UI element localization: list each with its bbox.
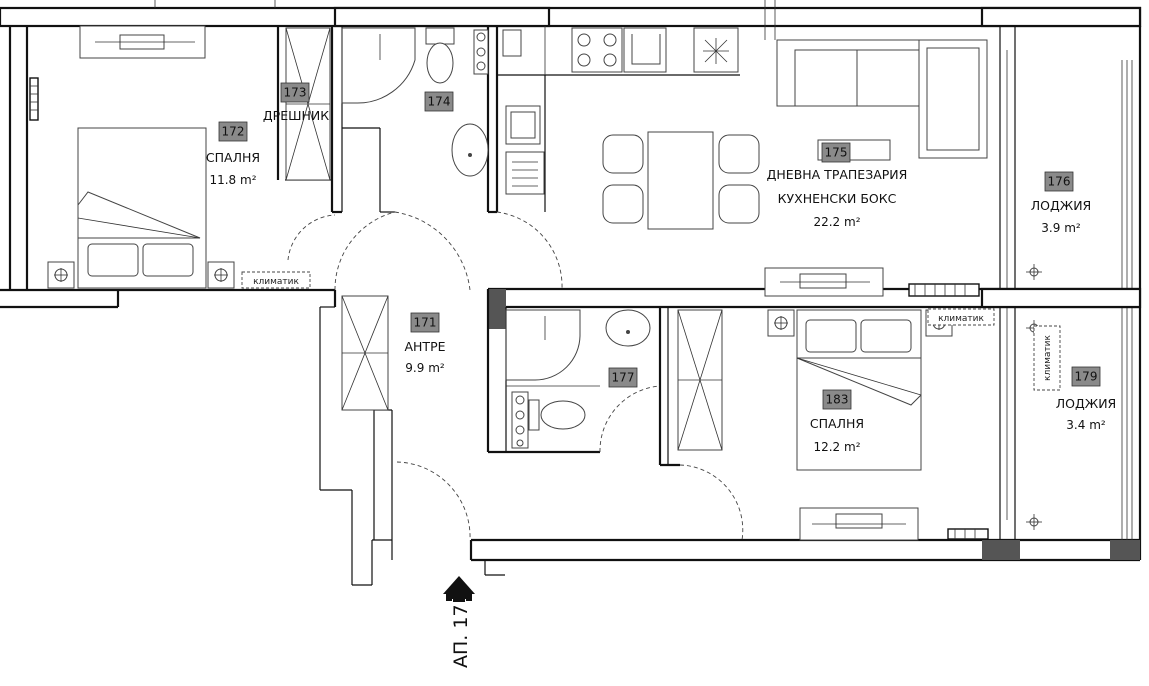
svg-text:177: 177 <box>612 371 635 385</box>
bathroom-174-fixtures <box>341 27 489 177</box>
room-175-area: 22.2 m² <box>813 215 860 229</box>
tag-175: 175 <box>821 142 851 163</box>
tag-172: 172 <box>218 121 248 142</box>
room-183-name: СПАЛНЯ <box>810 416 864 431</box>
room-179-area: 3.4 m² <box>1066 418 1106 432</box>
room-172-name: СПАЛНЯ <box>206 150 260 165</box>
room-171-area: 9.9 m² <box>405 361 445 375</box>
room-176-area: 3.9 m² <box>1041 221 1081 235</box>
wardrobe-173 <box>285 27 331 181</box>
svg-text:183: 183 <box>826 393 849 407</box>
room-179-name: ЛОДЖИЯ <box>1056 396 1117 411</box>
bedroom-172-furniture <box>29 25 235 289</box>
room-175-name-line1: ДНЕВНА ТРАПЕЗАРИЯ <box>767 167 908 182</box>
bathroom-177-fixtures <box>505 309 651 449</box>
room-172-area: 11.8 m² <box>209 173 256 187</box>
doors <box>287 211 744 541</box>
ac-label-loggia: климатик <box>1043 335 1053 381</box>
ac-label-antre: климатик <box>253 277 299 287</box>
interior-walls <box>276 26 1142 560</box>
svg-text:171: 171 <box>414 316 437 330</box>
tag-173: 173 <box>280 82 310 103</box>
svg-text:176: 176 <box>1048 175 1071 189</box>
apartment-label: АП. 17 <box>450 604 472 668</box>
room-175-name-line2: КУХНЕНСКИ БОКС <box>778 191 897 206</box>
antre-171-furniture <box>241 271 389 411</box>
room-176-name: ЛОДЖИЯ <box>1031 198 1092 213</box>
tag-174: 174 <box>424 91 454 112</box>
wardrobe-183 <box>677 309 723 451</box>
room-171-name: АНТРЕ <box>404 339 445 354</box>
svg-text:175: 175 <box>825 146 848 160</box>
bedroom-183-furniture <box>767 308 995 541</box>
svg-text:173: 173 <box>284 86 307 100</box>
svg-text:174: 174 <box>428 95 451 109</box>
tag-171: 171 <box>410 312 440 333</box>
entrance-arrowhead-icon <box>443 576 475 594</box>
tag-177: 177 <box>608 367 638 388</box>
svg-text:179: 179 <box>1075 370 1098 384</box>
ac-label-bedroom: климатик <box>938 314 984 324</box>
loggia-fixtures <box>1026 264 1061 530</box>
kitchen-living-furniture <box>497 26 988 297</box>
svg-text:172: 172 <box>222 125 245 139</box>
tag-179: 179 <box>1071 366 1101 387</box>
room-183-area: 12.2 m² <box>813 440 860 454</box>
room-173-name: ДРЕШНИК <box>263 108 329 123</box>
tag-176: 176 <box>1044 171 1074 192</box>
tag-183: 183 <box>822 389 852 410</box>
